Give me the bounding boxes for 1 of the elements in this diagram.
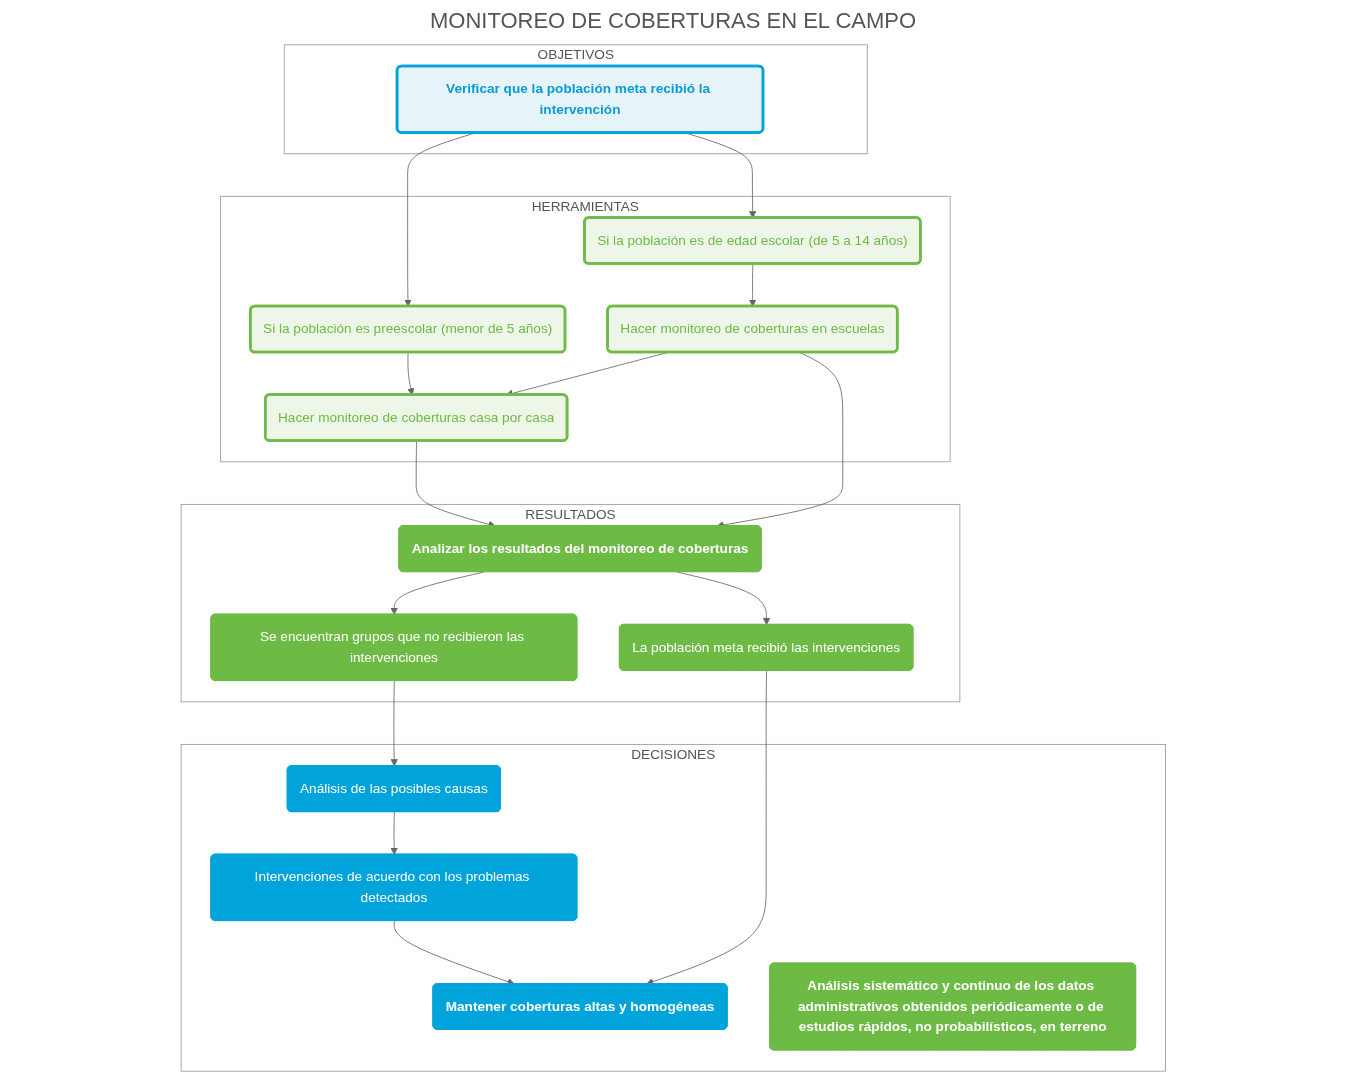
diagram-title: MONITOREO DE COBERTURAS EN EL CAMPO bbox=[428, 8, 918, 34]
